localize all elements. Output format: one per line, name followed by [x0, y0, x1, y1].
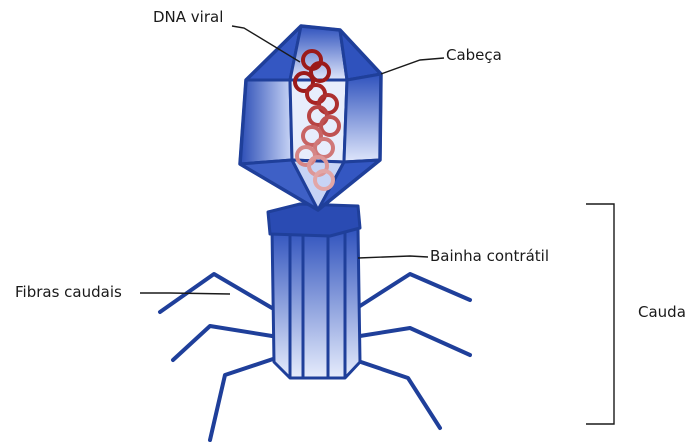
tail-sheath	[268, 204, 360, 378]
leader-sheath	[358, 256, 428, 258]
fiber-left-2	[173, 326, 272, 360]
label-head: Cabeça	[446, 46, 502, 64]
label-tail-fibers: Fibras caudais	[15, 283, 122, 301]
fiber-left-3	[210, 358, 276, 440]
fiber-right-1	[360, 274, 470, 306]
fiber-right-2	[360, 328, 470, 355]
leader-head	[381, 58, 444, 74]
fiber-right-3	[355, 360, 440, 428]
label-viral-dna: DNA viral	[153, 8, 223, 26]
sheath-body	[272, 228, 360, 378]
label-tail: Cauda	[638, 303, 686, 321]
leader-fibers	[140, 293, 230, 294]
label-contractile-sheath: Bainha contrátil	[430, 247, 549, 265]
tail-bracket	[586, 204, 614, 424]
